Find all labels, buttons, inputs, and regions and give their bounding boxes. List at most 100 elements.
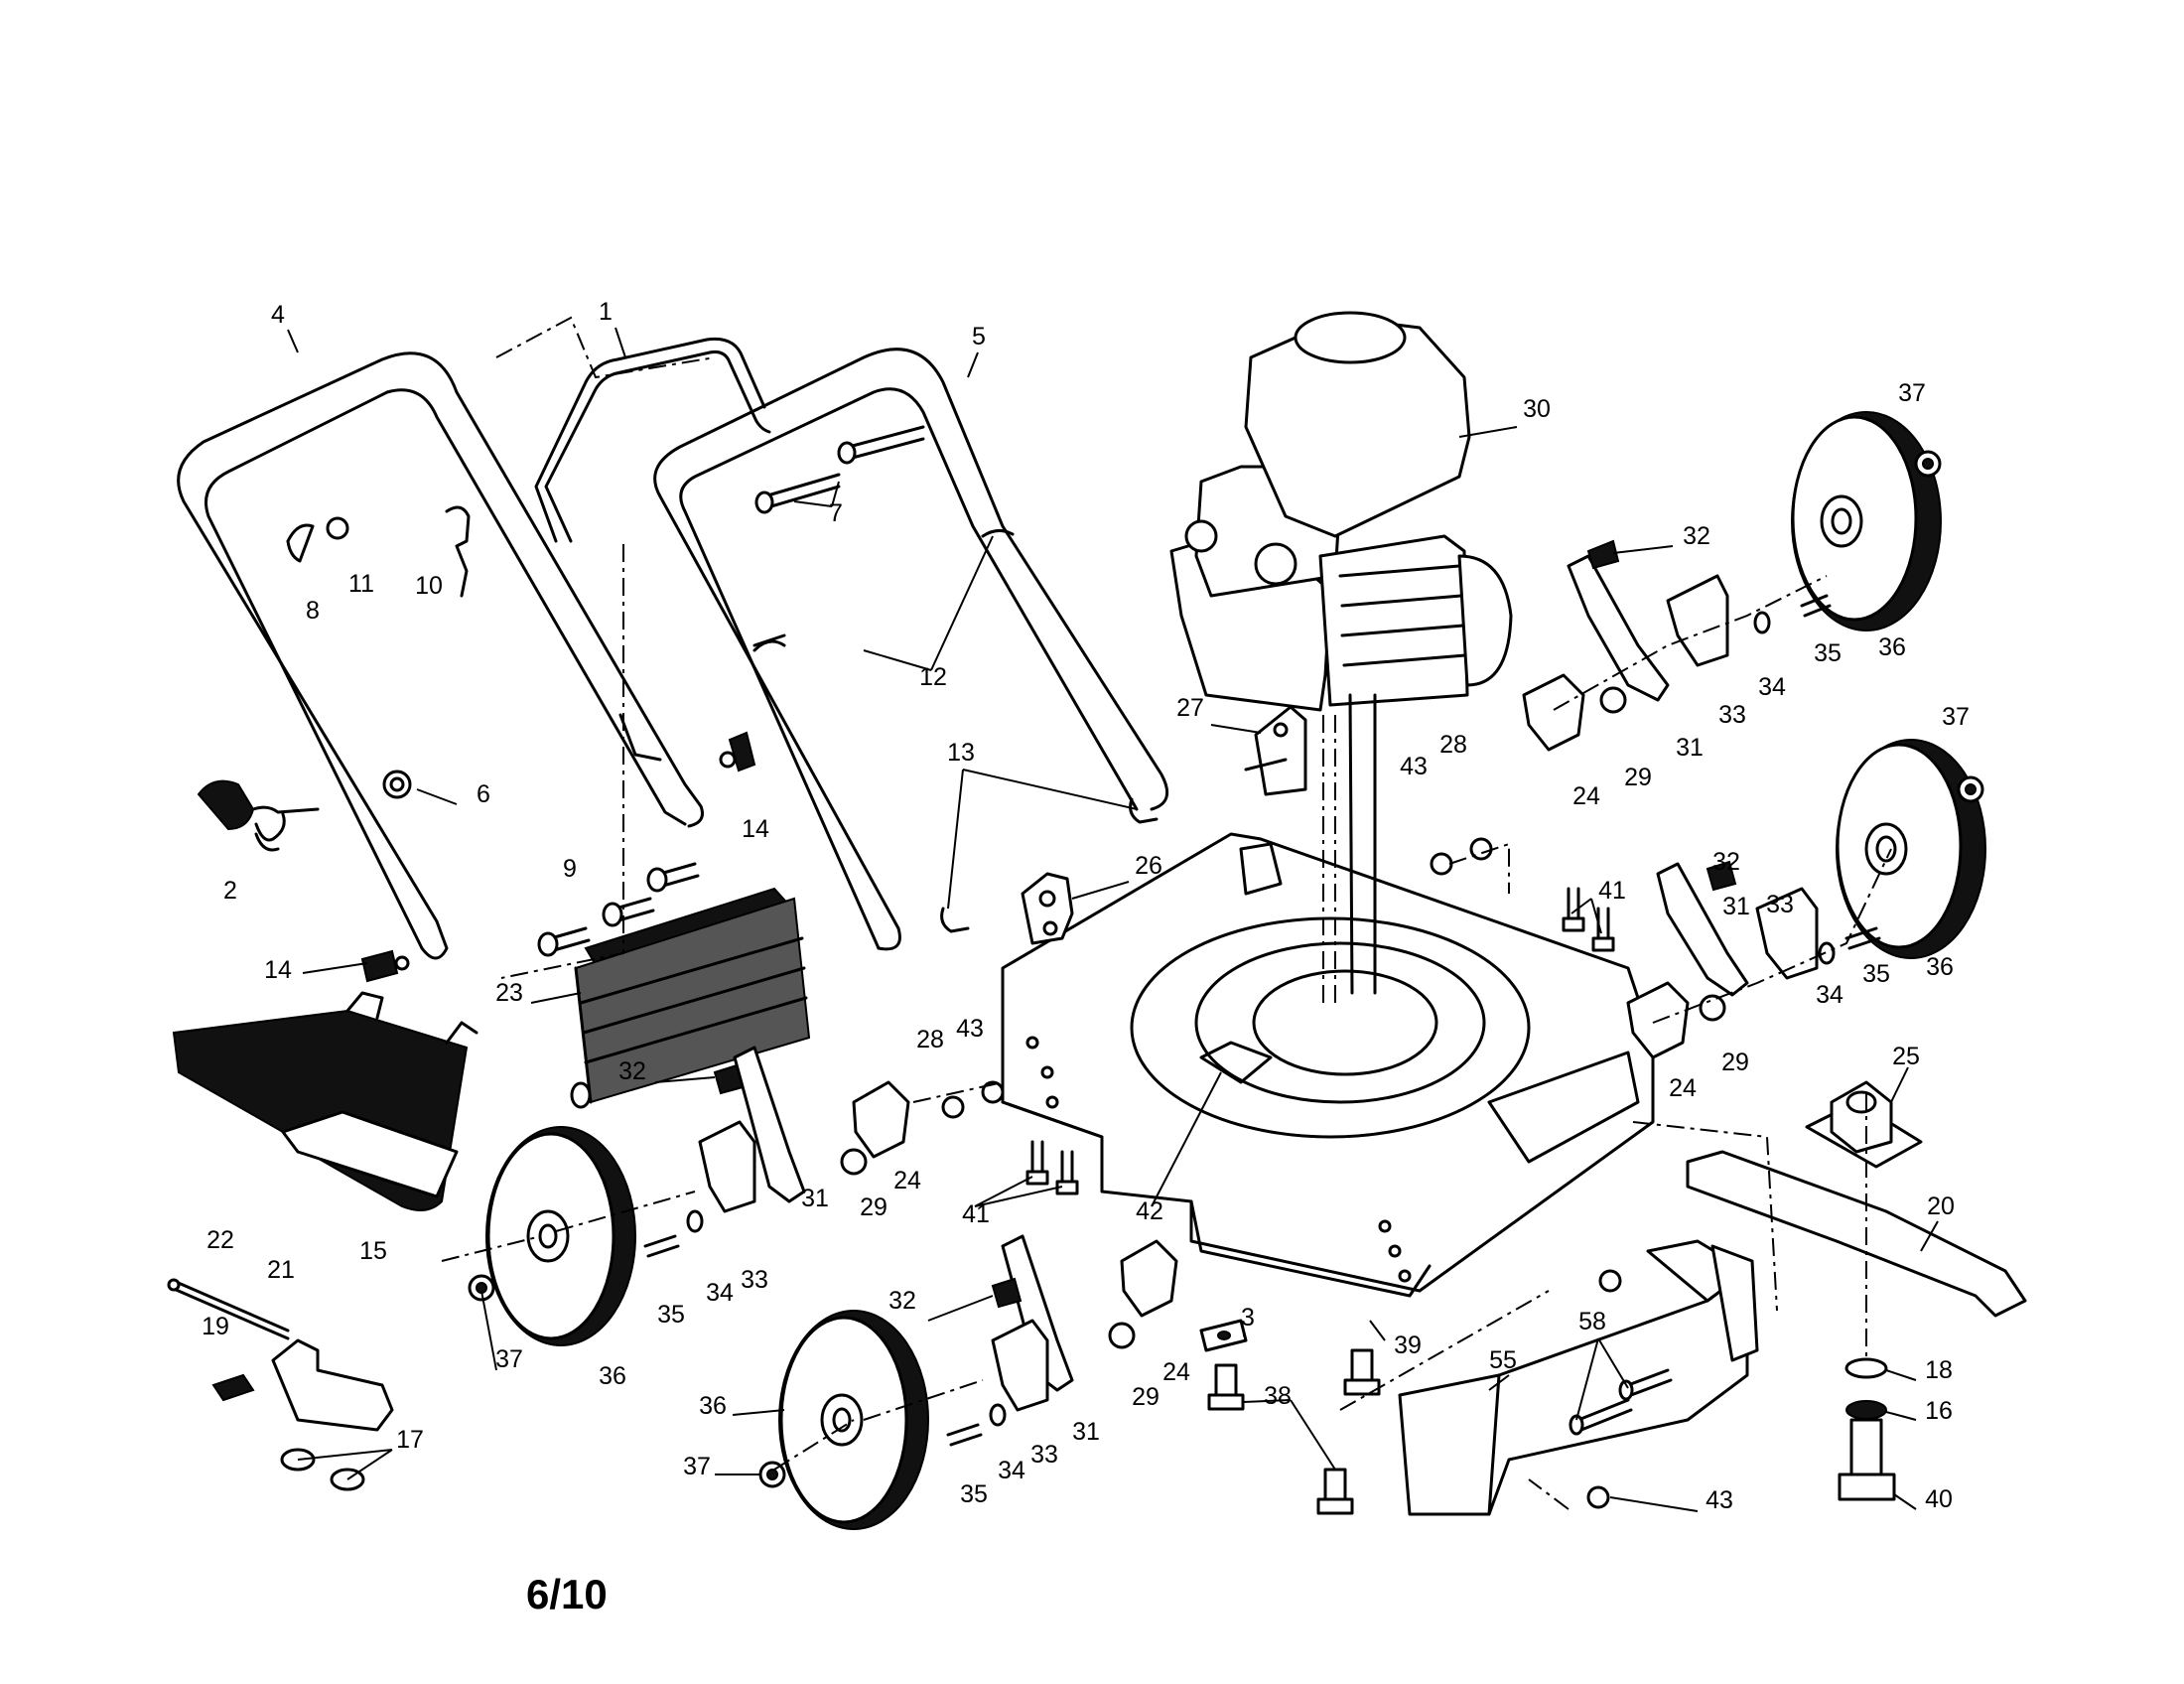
callout-c43a: 43 [1400, 753, 1428, 780]
callout-c29d: 29 [1132, 1383, 1160, 1411]
callout-c38: 38 [1264, 1382, 1292, 1410]
callout-c34d: 34 [998, 1457, 1025, 1484]
callout-c28a: 28 [1439, 731, 1467, 759]
callout-c31d: 31 [1072, 1418, 1100, 1446]
leader-lines [287, 327, 1939, 1512]
callout-c43c: 43 [1706, 1486, 1733, 1514]
wing-knob [360, 731, 756, 983]
rear-door-rod [167, 1278, 290, 1340]
wheel-nuts [468, 450, 1984, 1488]
callout-c11: 11 [348, 570, 374, 598]
mower-blade [1686, 1150, 2027, 1318]
callout-c39: 39 [1394, 1332, 1422, 1359]
callout-c24d: 24 [1162, 1358, 1190, 1386]
callout-c25: 25 [1892, 1043, 1920, 1070]
page-label: 6/10 [526, 1571, 608, 1617]
bracket-26 [1021, 872, 1074, 945]
engine [1169, 311, 1513, 995]
callout-c30: 30 [1523, 395, 1551, 423]
callout-c35d: 35 [960, 1480, 988, 1508]
rear-door-nuts [280, 1448, 365, 1491]
callout-c18: 18 [1925, 1356, 1953, 1384]
callout-c3: 3 [1241, 1304, 1255, 1332]
hairpin-clip [940, 797, 1159, 933]
mower-deck [1001, 832, 1655, 1298]
assembly-guides [441, 316, 1892, 1510]
callout-c27: 27 [1176, 694, 1204, 722]
callout-c16: 16 [1925, 1397, 1953, 1425]
callout-c36b: 36 [1926, 953, 1954, 981]
callout-c5: 5 [972, 323, 986, 351]
rear-door-bracket [211, 1338, 394, 1432]
callout-c37d: 37 [683, 1453, 711, 1480]
callout-c29c: 29 [860, 1193, 887, 1221]
carriage-bolt [754, 425, 925, 514]
height-adjuster-front-left [946, 1234, 1178, 1447]
callout-c34a: 34 [1758, 673, 1786, 701]
callout-c41a: 41 [1598, 877, 1626, 905]
callout-c33a: 33 [1718, 701, 1746, 729]
callout-c32c: 32 [618, 1057, 646, 1085]
callout-c29b: 29 [1721, 1049, 1749, 1076]
deck-skirt [1398, 1239, 1759, 1516]
callout-c29a: 29 [1624, 764, 1652, 791]
cable-tie [752, 529, 1015, 652]
callout-c43b: 43 [956, 1015, 984, 1043]
callout-c41b: 41 [962, 1200, 990, 1228]
blade-adapter [1805, 1080, 1923, 1169]
callout-c34b: 34 [1816, 981, 1843, 1009]
callout-c31a: 31 [1676, 734, 1704, 762]
callout-c37b: 37 [1942, 703, 1970, 731]
handle-knob [197, 779, 320, 852]
callout-c23: 23 [495, 979, 523, 1007]
callout-c37c: 37 [495, 1345, 523, 1373]
washer-3 [1199, 1319, 1248, 1352]
callout-c35a: 35 [1814, 639, 1842, 667]
callout-c33b: 33 [1766, 891, 1794, 918]
wheel-rear-left [485, 1126, 636, 1346]
callout-c32b: 32 [1712, 848, 1740, 876]
height-adjuster-rear-right [1522, 539, 1832, 752]
callout-c21: 21 [267, 1256, 295, 1284]
callout-c36a: 36 [1878, 633, 1906, 661]
callout-c42: 42 [1136, 1197, 1163, 1225]
callout-c55: 55 [1489, 1346, 1517, 1374]
callout-c9: 9 [563, 855, 577, 883]
callout-c14b: 14 [264, 956, 292, 984]
callout-c26: 26 [1135, 852, 1162, 880]
callout-c22: 22 [206, 1226, 234, 1254]
callout-c14a: 14 [742, 815, 769, 843]
callout-c33d: 33 [1030, 1441, 1058, 1469]
callout-c15: 15 [359, 1237, 387, 1265]
callout-c12: 12 [919, 663, 947, 691]
bail-handle [534, 337, 771, 543]
callout-c1: 1 [599, 298, 613, 326]
callout-c8: 8 [306, 597, 320, 625]
callout-c35b: 35 [1862, 960, 1890, 988]
callout-c24b: 24 [1669, 1074, 1697, 1102]
flap-bolts [537, 862, 700, 957]
cable-clip [286, 505, 471, 598]
callout-c7: 7 [829, 499, 843, 527]
callout-c36c: 36 [599, 1362, 626, 1390]
deck-bolts-38 [1207, 1348, 1381, 1515]
callout-c40: 40 [1925, 1485, 1953, 1513]
callout-c35c: 35 [657, 1301, 685, 1329]
wheel-front-right [1836, 739, 1986, 959]
callout-c24c: 24 [893, 1167, 921, 1194]
callout-c20: 20 [1927, 1193, 1955, 1220]
callout-c31b: 31 [1722, 893, 1750, 920]
callout-c6: 6 [477, 780, 490, 808]
callout-c10: 10 [415, 572, 443, 600]
callout-c17: 17 [396, 1426, 424, 1454]
callout-c32d: 32 [888, 1287, 916, 1315]
blade-bolt-stack [1838, 1357, 1896, 1501]
callout-c58: 58 [1578, 1308, 1606, 1335]
callout-c13: 13 [947, 739, 975, 767]
discharge-deflector [172, 991, 478, 1211]
callout-labels: 1234567891011121314141516171819202122232… [202, 298, 1970, 1514]
callout-c33c: 33 [741, 1266, 768, 1294]
bracket-27 [1244, 705, 1307, 796]
